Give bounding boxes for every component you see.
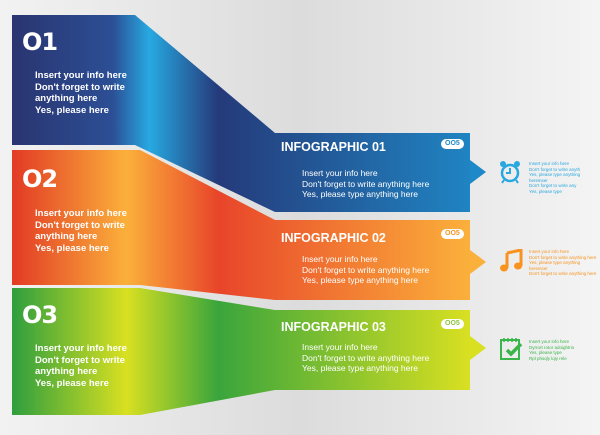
step-1-number: O1 xyxy=(22,28,58,56)
music-note-icon xyxy=(500,249,523,272)
step-2-badge: OO5 xyxy=(441,229,464,239)
step-1-arrow xyxy=(470,160,486,184)
step-3-badge: OO5 xyxy=(441,319,464,329)
step-3-number: O3 xyxy=(22,301,58,329)
step-2-number: O2 xyxy=(22,165,58,193)
step-2-ribbon xyxy=(12,150,470,300)
step-3-arrow xyxy=(470,336,486,360)
step-2-title: INFOGRAPHIC 02 xyxy=(281,231,386,245)
alarm-clock-icon xyxy=(500,161,520,184)
step-1-title: INFOGRAPHIC 01 xyxy=(281,140,386,154)
step-3-ribbon xyxy=(12,288,470,415)
calendar-check-icon xyxy=(500,338,523,360)
step-1-badge: OO5 xyxy=(441,139,464,149)
step-2-arrow xyxy=(470,250,486,274)
step-1-ribbon xyxy=(12,15,470,212)
step-3-title: INFOGRAPHIC 03 xyxy=(281,320,386,334)
